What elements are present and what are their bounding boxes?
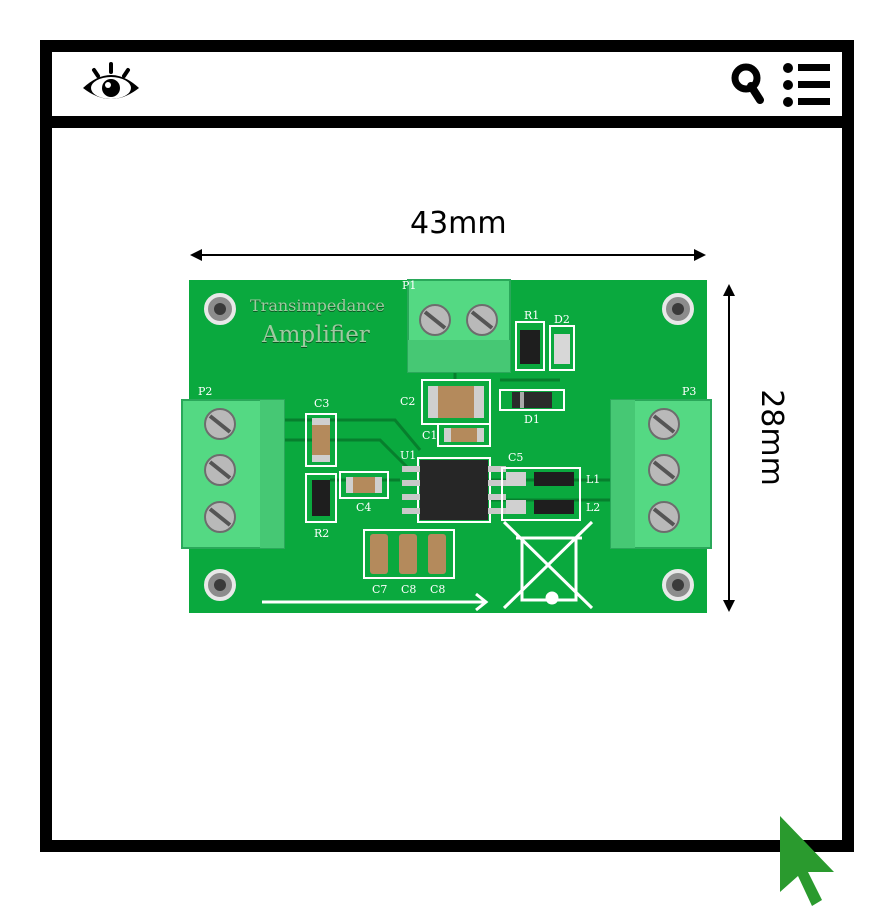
resistor-r1	[515, 321, 545, 371]
dimension-arrow-height	[723, 284, 735, 612]
label-c3: C3	[314, 397, 330, 410]
label-u1: U1	[400, 449, 417, 462]
terminal-block-p3	[610, 399, 712, 549]
chip-u1	[402, 457, 506, 523]
dimension-arrow-width	[190, 249, 706, 261]
label-c5: C5	[508, 451, 524, 464]
label-d2: D2	[554, 313, 570, 326]
resistor-r2	[305, 473, 337, 523]
label-p1: P1	[402, 279, 417, 292]
cursor-arrow-icon	[780, 816, 834, 906]
capacitors-c7-c8	[363, 529, 455, 579]
capacitor-c5-inductors	[501, 467, 581, 521]
board-title-line2: Amplifier	[262, 322, 370, 348]
terminal-block-p2	[181, 399, 285, 549]
label-c1: C1	[422, 429, 438, 442]
label-c2: C2	[400, 395, 416, 408]
capacitor-c3	[305, 413, 337, 467]
capacitor-c2	[421, 379, 491, 425]
eye-icon[interactable]	[80, 60, 142, 106]
label-l2: L2	[586, 501, 601, 514]
diode-d1	[499, 389, 565, 411]
label-d1: D1	[524, 413, 540, 426]
label-r2: R2	[314, 527, 330, 540]
weee-bin-symbol	[502, 520, 594, 610]
label-p3: P3	[682, 385, 697, 398]
terminal-block-p1	[407, 279, 511, 373]
capacitor-c4	[339, 471, 389, 499]
board-title-line1: Transimpedance	[250, 296, 385, 315]
label-l1: L1	[586, 473, 601, 486]
label-p2: P2	[198, 385, 213, 398]
dimension-height-label: 28mm	[753, 389, 789, 486]
label-c7: C7	[372, 583, 388, 596]
label-c4: C4	[356, 501, 372, 514]
label-c8-b: C8	[430, 583, 446, 596]
led-d2	[549, 325, 575, 371]
search-icon[interactable]	[730, 62, 766, 106]
label-r1: R1	[524, 309, 540, 322]
label-c8-a: C8	[401, 583, 417, 596]
list-menu-icon[interactable]	[782, 62, 832, 108]
signal-flow-arrow	[262, 592, 489, 612]
dimension-width-label: 43mm	[410, 206, 507, 241]
window-toolbar	[52, 52, 842, 128]
browser-window	[40, 40, 854, 852]
capacitor-c1	[437, 423, 491, 447]
